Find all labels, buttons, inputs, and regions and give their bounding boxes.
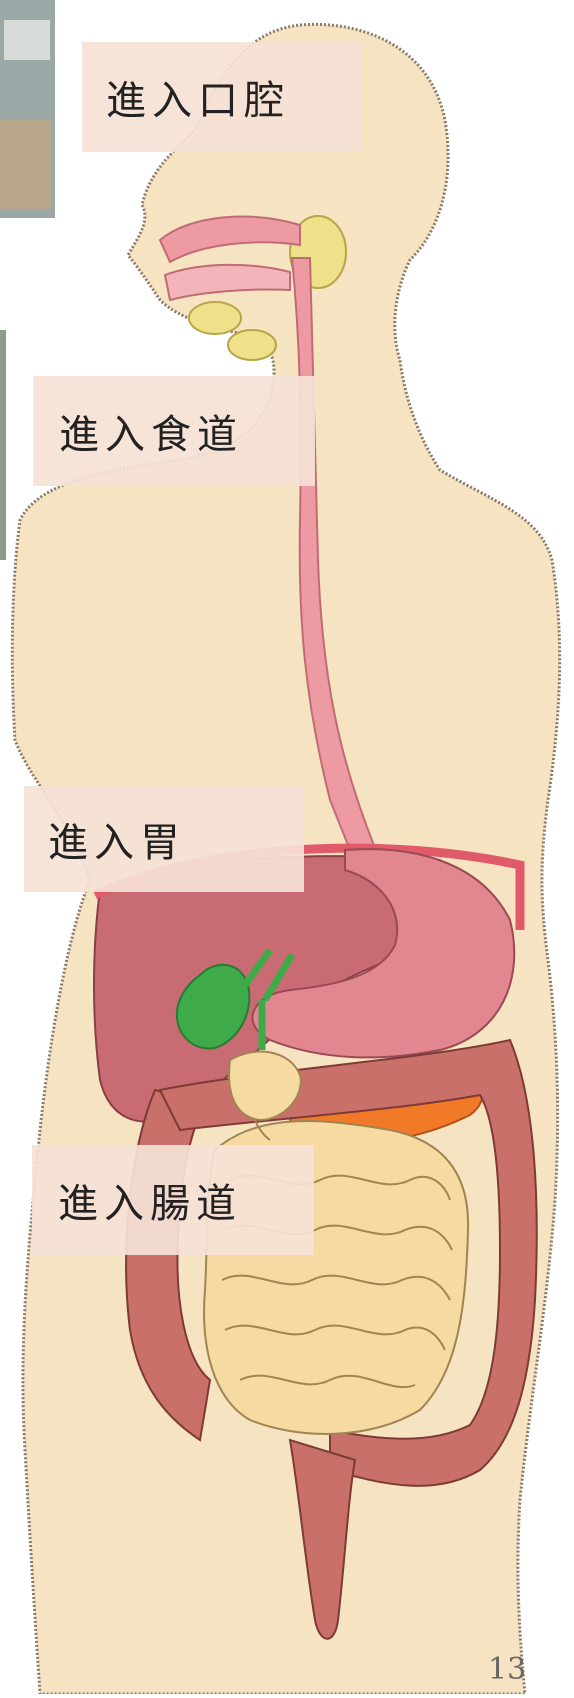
label-intestine-text: 進入腸道 — [58, 1171, 242, 1229]
label-stomach-text: 進入胃 — [48, 810, 186, 868]
label-stomach: 進入胃 — [24, 786, 304, 892]
salivary-gland-sub — [189, 302, 241, 334]
label-mouth-text: 進入口腔 — [106, 68, 290, 126]
photo-fragment-middle — [0, 330, 6, 560]
page-number: 13 — [488, 1652, 526, 1687]
label-intestine: 進入腸道 — [32, 1145, 314, 1255]
label-esophagus-text: 進入食道 — [59, 402, 243, 460]
label-mouth: 進入口腔 — [82, 42, 362, 152]
label-esophagus: 進入食道 — [33, 376, 315, 486]
